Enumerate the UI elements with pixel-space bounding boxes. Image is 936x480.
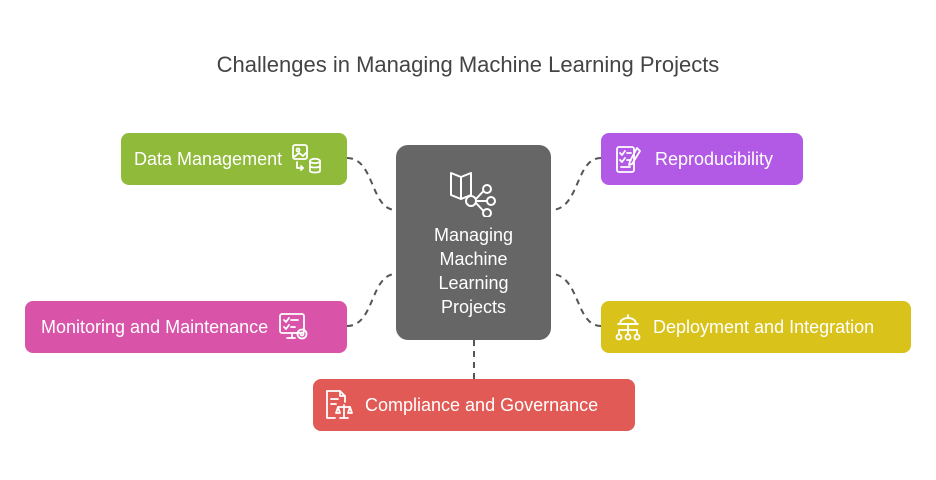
node-deployment-integration: Deployment and Integration (601, 301, 911, 353)
node-data-management: Data Management (121, 133, 347, 185)
node-reproducibility: Reproducibility (601, 133, 803, 185)
connector-deployment (550, 273, 602, 327)
node-label: Data Management (134, 148, 283, 169)
node-monitoring-maintenance: Monitoring and Maintenance (25, 301, 347, 353)
node-label: Reproducibility (655, 148, 774, 169)
monitor-checklist-gear-icon (278, 310, 310, 344)
node-label: Compliance and Governance (365, 394, 599, 415)
center-line: Learning (438, 273, 509, 293)
center-line: Managing (433, 225, 514, 245)
connector-reproducibility (550, 157, 602, 211)
node-label: Monitoring and Maintenance (41, 316, 269, 337)
center-line: Machine (439, 249, 508, 269)
worker-hierarchy-icon (613, 310, 643, 344)
node-label: Deployment and Integration (653, 316, 875, 337)
book-network-icon (450, 172, 496, 217)
connector-data-management (346, 157, 397, 211)
center-label: Managing Machine Learning Projects (396, 223, 551, 319)
image-database-icon (290, 142, 324, 176)
node-compliance-governance: Compliance and Governance (313, 379, 635, 431)
center-topic: Managing Machine Learning Projects (396, 145, 551, 340)
document-scale-icon (323, 388, 355, 422)
diagram-title: Challenges in Managing Machine Learning … (216, 52, 720, 77)
center-line: Projects (440, 297, 507, 317)
connector-monitoring (346, 273, 397, 327)
checklist-pencil-icon (613, 142, 643, 176)
